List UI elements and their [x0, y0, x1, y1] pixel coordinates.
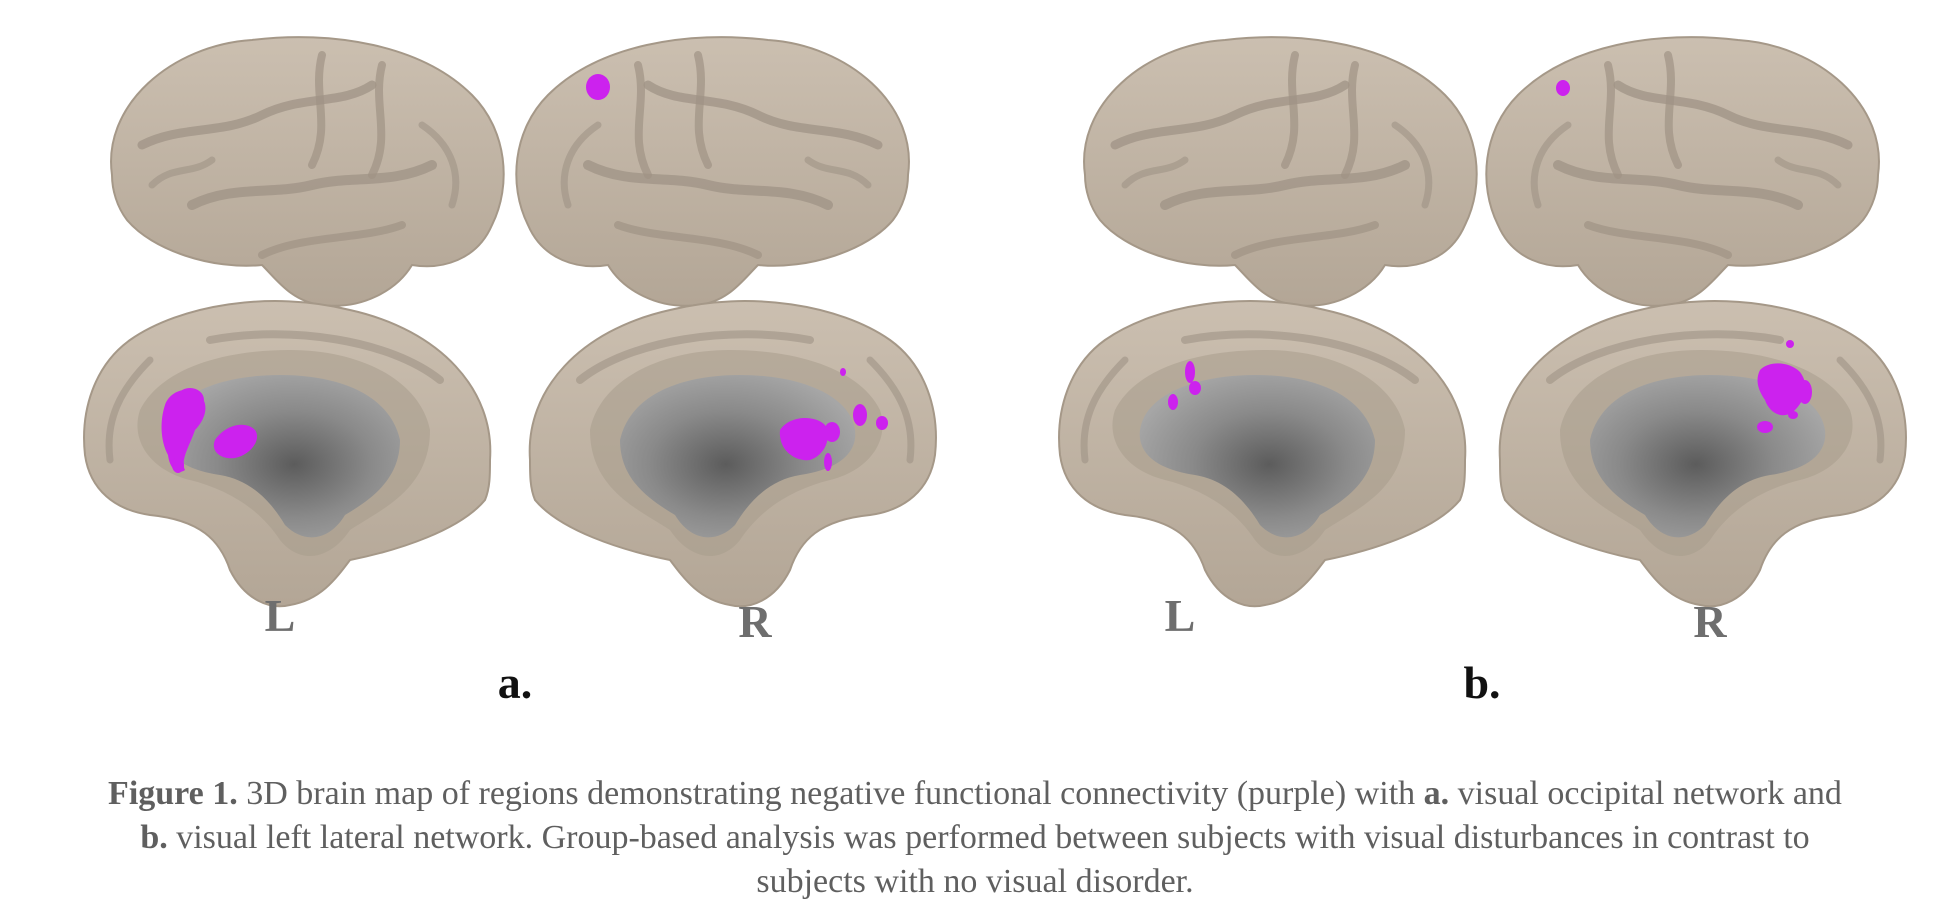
panel-a-medial-left — [84, 301, 490, 606]
caption-line3-text: subjects with no visual disorder. — [756, 863, 1194, 900]
panel-b-medial-left — [1059, 301, 1465, 606]
activation-clusters-b — [1168, 80, 1812, 433]
panel-a-medial-right — [530, 301, 936, 606]
panel-b-lateral-right — [1486, 37, 1879, 306]
caption-line-1: Figure 1. 3D brain map of regions demons… — [0, 772, 1950, 816]
caption-figure-label: Figure 1. — [108, 775, 238, 812]
caption-line2-text: visual left lateral network. Group-based… — [167, 819, 1810, 856]
panel-a-left-label: L — [265, 590, 296, 641]
panel-b-medial-right — [1500, 301, 1906, 606]
panel-b-label: b. — [1463, 657, 1500, 708]
figure-caption: Figure 1. 3D brain map of regions demons… — [0, 772, 1950, 904]
panel-b-right-label: R — [1693, 596, 1727, 647]
activation-clusters-a — [161, 74, 888, 473]
caption-panel-b-ref: b. — [140, 819, 168, 856]
caption-line1-tail: visual occipital network and — [1449, 775, 1842, 812]
panel-b-lateral-left — [1084, 37, 1477, 306]
panel-b-left-label: L — [1165, 590, 1196, 641]
caption-panel-a-ref: a. — [1423, 775, 1450, 812]
panel-a-lateral-left — [111, 37, 504, 306]
panel-a-lateral-right — [516, 37, 909, 306]
caption-line1-text: 3D brain map of regions demonstrating ne… — [237, 775, 1424, 812]
caption-line-3: subjects with no visual disorder. — [0, 860, 1950, 904]
brain-figure: L R L R a. b. — [0, 0, 1950, 708]
panel-a-right-label: R — [738, 596, 772, 647]
caption-line-2: b. visual left lateral network. Group-ba… — [0, 816, 1950, 860]
panel-a-label: a. — [498, 657, 533, 708]
